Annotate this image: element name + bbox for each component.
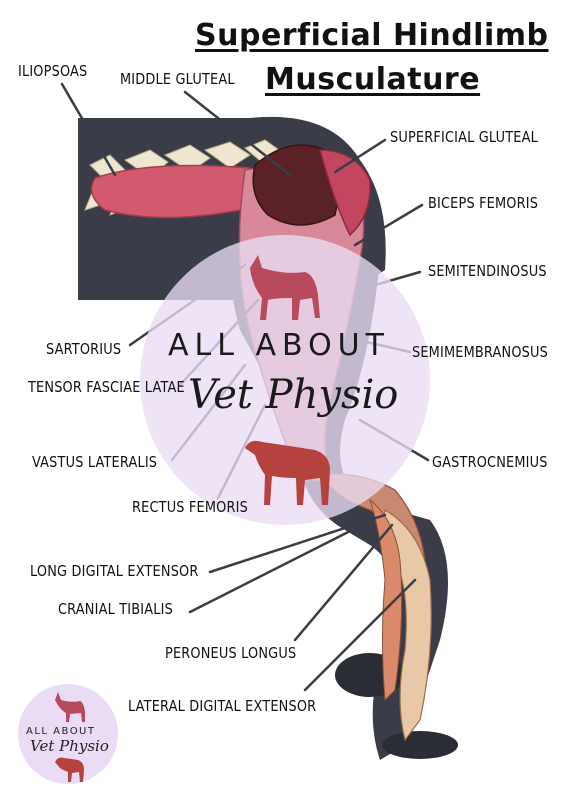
label-cranial-tibialis: CRANIAL TIBIALIS [58, 600, 173, 618]
logo-circle [18, 684, 118, 784]
label-middle-gluteal: MIDDLE GLUTEAL [120, 70, 235, 88]
cranial-tibialis-muscle [368, 498, 403, 702]
label-long-digital-extensor: LONG DIGITAL EXTENSOR [30, 562, 199, 580]
watermark-dog-icon [250, 255, 320, 320]
watermark-horse-icon [245, 440, 330, 505]
page-title-line-1: Superficial Hindlimb [195, 18, 549, 53]
label-biceps-femoris: BICEPS FEMORIS [428, 194, 539, 212]
watermark-text-line-2: Vet Physio [188, 372, 399, 418]
watermark-text-line-1: ALL ABOUT [168, 328, 390, 363]
watermark-circle [140, 235, 430, 525]
label-semitendinosus: SEMITENDINOSUS [428, 262, 547, 280]
label-rectus-femoris: RECTUS FEMORIS [132, 498, 248, 516]
middle-gluteal-muscle [252, 144, 340, 226]
superficial-gluteal-muscle [319, 149, 371, 237]
iliopsoas-muscle [90, 164, 257, 219]
logo-horse-icon [55, 757, 84, 782]
logo-text-line-1: ALL ABOUT [26, 726, 96, 737]
label-vastus-lateralis: VASTUS LATERALIS [32, 453, 158, 471]
label-lateral-digital-extensor: LATERAL DIGITAL EXTENSOR [128, 697, 317, 715]
label-peroneus-longus: PERONEUS LONGUS [165, 644, 297, 662]
logo-dog-icon [55, 692, 85, 722]
label-semimembranosus: SEMIMEMBRANOSUS [412, 343, 549, 361]
label-gastrocnemius: GASTROCNEMIUS [432, 453, 548, 471]
page-title-line-2: Musculature [265, 62, 481, 97]
label-sartorius: SARTORIUS [46, 340, 122, 358]
label-iliopsoas: ILIOPSOAS [18, 62, 88, 80]
paw-toes [382, 731, 458, 759]
label-tensor-fasciae-latae: TENSOR FASCIAE LATAE [28, 378, 185, 396]
label-superficial-gluteal: SUPERFICIAL GLUTEAL [390, 128, 538, 146]
logo-text-line-2: Vet Physio [30, 737, 109, 755]
